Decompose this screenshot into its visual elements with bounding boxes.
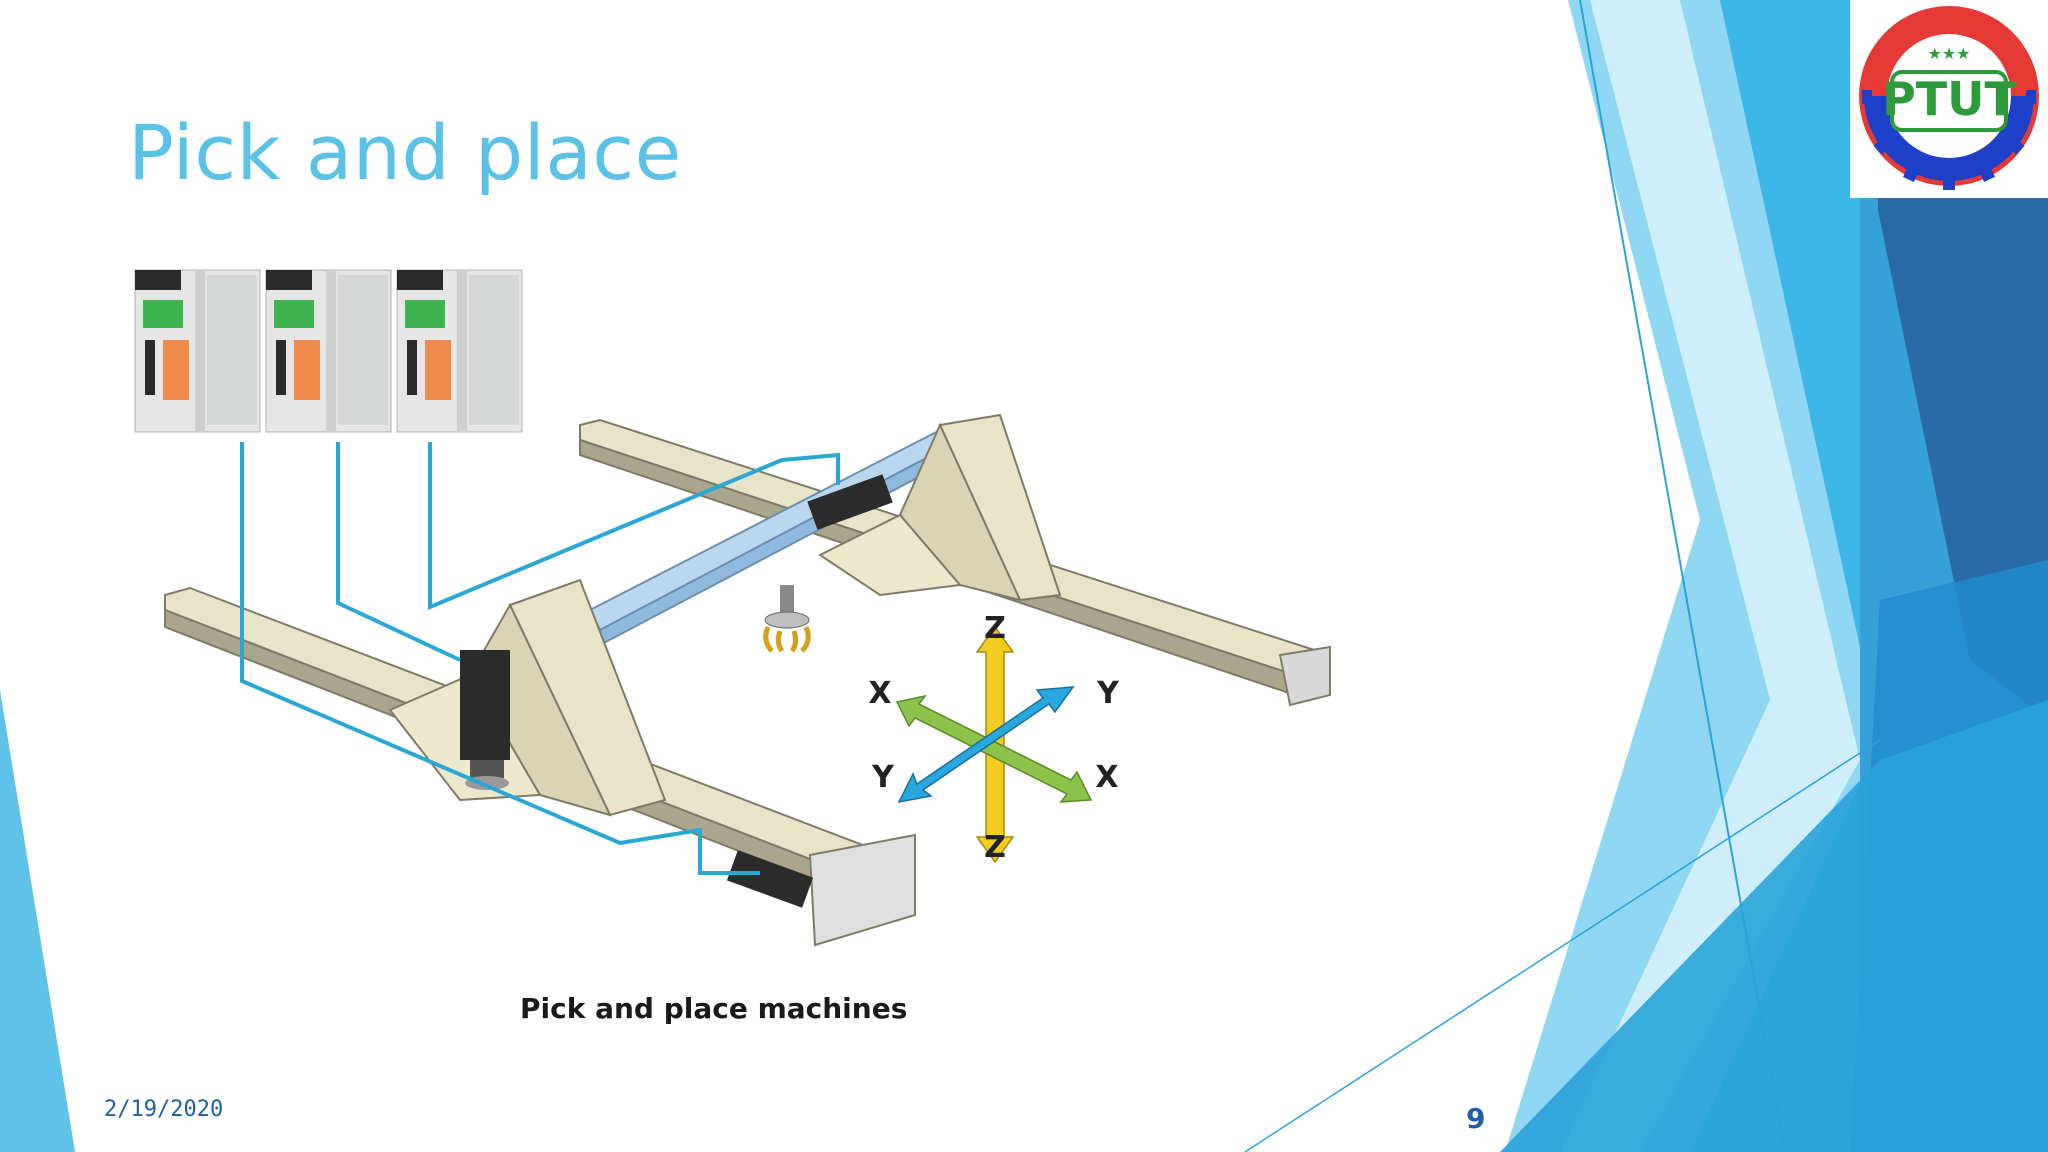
axis-label-y-right: Y [1096, 676, 1120, 711]
axis-indicator [895, 625, 1093, 864]
axis-label-x-left: X [868, 676, 891, 711]
university-logo: ★★★ PTUT [1850, 0, 2048, 198]
thin-line-2 [1244, 739, 1881, 1152]
axis-label-z-bottom: Z [984, 830, 1006, 865]
slide-title: Pick and place [128, 108, 682, 197]
footer-date: 2/19/2020 [104, 1097, 224, 1122]
thin-line-1 [1579, 0, 1786, 1152]
drive-unit-3 [396, 269, 523, 433]
cables [240, 442, 840, 875]
axis-label-x-right: X [1095, 760, 1118, 795]
gripper [763, 585, 811, 653]
pick-and-place-diagram: Z Z X Y Y X [134, 269, 1331, 947]
page-number: 9 [1466, 1102, 1486, 1135]
axis-label-z-top: Z [984, 611, 1006, 646]
axis-label-y-left: Y [871, 760, 895, 795]
diagram-caption: Pick and place machines [520, 992, 908, 1025]
bottom-facet [1500, 700, 2048, 1152]
drive-unit-1 [134, 269, 261, 433]
left-edge-facet [0, 690, 75, 1152]
front-motor [726, 850, 814, 908]
back-tower [807, 413, 1062, 602]
svg-text:PTUT: PTUT [1882, 72, 2016, 126]
front-tower [388, 578, 667, 817]
drive-unit-2 [265, 269, 392, 433]
svg-text:★★★: ★★★ [1927, 44, 1970, 63]
